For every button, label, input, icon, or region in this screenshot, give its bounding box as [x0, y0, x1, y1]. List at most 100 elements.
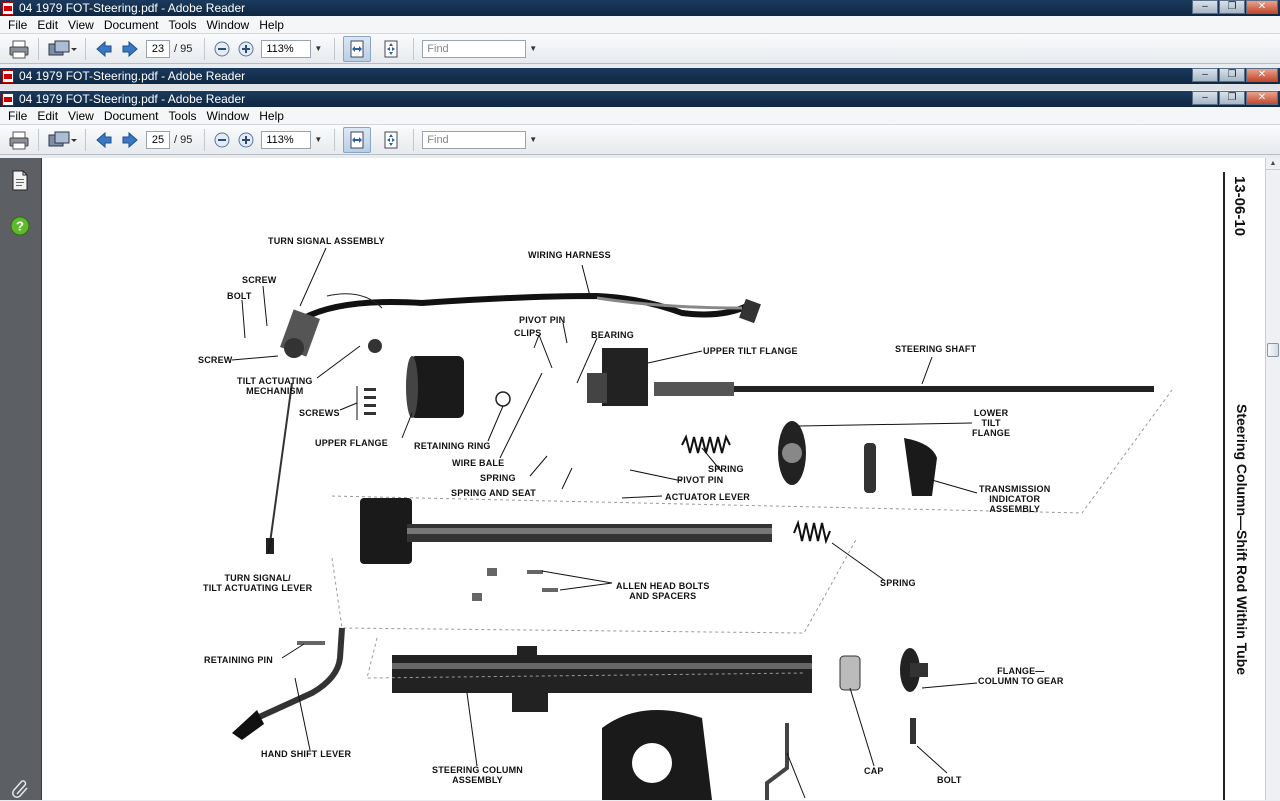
label-bolt-bottom: BOLT	[937, 775, 962, 785]
label-lower-tilt-flange: LOWER TILT FLANGE	[972, 408, 1011, 438]
toolbar: 23 / 95 113% ▼ Find ▼	[0, 34, 1280, 64]
menu-file[interactable]: File	[8, 108, 28, 123]
menu-view[interactable]: View	[68, 17, 94, 32]
zoom-level-field[interactable]: 113%	[261, 130, 312, 149]
fit-page-button[interactable]	[377, 36, 405, 62]
previous-page-icon[interactable]	[94, 129, 114, 151]
label-hand-shift-lever: HAND SHIFT LEVER	[261, 749, 352, 759]
pdf-app-icon	[2, 69, 14, 83]
label-bolt-top: BOLT	[227, 291, 252, 301]
label-clips: CLIPS	[514, 328, 542, 338]
page-number-input[interactable]: 23	[146, 39, 170, 58]
collaborate-icon[interactable]	[47, 38, 77, 60]
fit-width-button[interactable]	[343, 35, 372, 62]
fit-page-button[interactable]	[377, 127, 405, 153]
reader-window-2: 04 1979 FOT-Steering.pdf - Adobe Reader …	[0, 68, 1280, 90]
label-wire-bale: WIRE BALE	[452, 458, 505, 468]
zoom-dropdown-icon[interactable]: ▼	[314, 135, 323, 144]
minimize-button[interactable]: –	[1192, 91, 1218, 105]
exploded-view-diagram	[231, 172, 1225, 800]
find-input[interactable]: Find	[422, 39, 527, 58]
scroll-up-icon[interactable]: ▲	[1266, 158, 1280, 170]
menu-edit[interactable]: Edit	[37, 17, 59, 32]
label-retaining-pin: RETAINING PIN	[204, 655, 273, 665]
zoom-dropdown-icon[interactable]: ▼	[314, 44, 323, 53]
title-bar[interactable]: 04 1979 FOT-Steering.pdf - Adobe Reader …	[0, 0, 1280, 16]
window-title: 04 1979 FOT-Steering.pdf - Adobe Reader	[19, 92, 246, 106]
label-pivot-pin-top: PIVOT PIN	[519, 315, 566, 325]
restore-button[interactable]: ❐	[1219, 0, 1245, 14]
label-retaining-ring: RETAINING RING	[414, 441, 491, 451]
title-bar[interactable]: 04 1979 FOT-Steering.pdf - Adobe Reader …	[0, 91, 1280, 107]
find-input[interactable]: Find	[422, 130, 527, 149]
print-icon[interactable]	[8, 38, 30, 60]
find-dropdown-icon[interactable]: ▼	[529, 135, 538, 144]
page-total: / 95	[174, 133, 193, 146]
fit-width-button[interactable]	[343, 126, 372, 153]
menu-document[interactable]: Document	[103, 17, 159, 32]
label-flange-column-to-gear: FLANGE— COLUMN TO GEAR	[978, 666, 1064, 686]
zoom-in-icon[interactable]	[237, 38, 255, 60]
collaborate-icon[interactable]	[47, 129, 77, 151]
next-page-icon[interactable]	[120, 129, 140, 151]
menu-help[interactable]: Help	[259, 108, 284, 123]
zoom-out-icon[interactable]	[213, 129, 231, 151]
label-upper-flange: UPPER FLANGE	[315, 438, 388, 448]
label-upper-tilt-flange: UPPER TILT FLANGE	[703, 346, 798, 356]
label-spring-mid: SPRING	[480, 473, 516, 483]
label-tilt-actuating-mechanism: TILT ACTUATING MECHANISM	[237, 376, 313, 396]
close-button[interactable]: ✕	[1246, 0, 1278, 14]
page-side-title: Steering Column—Shift Rod Within Tube	[1234, 404, 1250, 676]
title-bar[interactable]: 04 1979 FOT-Steering.pdf - Adobe Reader …	[0, 68, 1280, 84]
page-number-text: 13-06-10	[1231, 176, 1248, 237]
zoom-in-icon[interactable]	[237, 129, 255, 151]
previous-page-icon[interactable]	[94, 38, 114, 60]
menu-tools[interactable]: Tools	[168, 108, 197, 123]
print-icon[interactable]	[8, 129, 30, 151]
menu-file[interactable]: File	[8, 17, 28, 32]
label-screw-left: SCREW	[198, 355, 233, 365]
reader-window-3: 04 1979 FOT-Steering.pdf - Adobe Reader …	[0, 91, 1280, 155]
zoom-out-icon[interactable]	[213, 38, 231, 60]
attachment-icon[interactable]	[12, 780, 30, 801]
label-turn-signal-assembly: TURN SIGNAL ASSEMBLY	[268, 236, 385, 246]
label-bearing: BEARING	[591, 330, 634, 340]
find-dropdown-icon[interactable]: ▼	[529, 44, 538, 53]
close-button[interactable]: ✕	[1246, 68, 1278, 82]
minimize-button[interactable]: –	[1192, 0, 1218, 14]
toolbar: 25 / 95 113% ▼ Find ▼	[0, 125, 1280, 155]
pdf-app-icon	[2, 92, 14, 106]
menu-edit[interactable]: Edit	[37, 108, 59, 123]
label-spring-tube: SPRING	[880, 578, 916, 588]
label-screws: SCREWS	[299, 408, 340, 418]
zoom-level-field[interactable]: 113%	[261, 39, 312, 58]
label-steering-shaft: STEERING SHAFT	[895, 344, 977, 354]
pdf-app-icon	[2, 1, 14, 15]
close-button[interactable]: ✕	[1246, 91, 1278, 105]
pages-panel-icon[interactable]	[11, 170, 29, 195]
menu-view[interactable]: View	[68, 108, 94, 123]
menu-tools[interactable]: Tools	[168, 17, 197, 32]
document-page[interactable]: 13-06-10 Steering Column—Shift Rod Withi…	[42, 158, 1265, 800]
label-allen-head-bolts: ALLEN HEAD BOLTS AND SPACERS	[616, 581, 710, 601]
minimize-button[interactable]: –	[1192, 68, 1218, 82]
page-total: / 95	[174, 42, 193, 55]
restore-button[interactable]: ❐	[1219, 91, 1245, 105]
menu-bar: File Edit View Document Tools Window Hel…	[0, 16, 1280, 34]
menu-window[interactable]: Window	[206, 17, 250, 32]
restore-button[interactable]: ❐	[1219, 68, 1245, 82]
label-pivot-pin-bottom: PIVOT PIN	[677, 475, 724, 485]
page-number-input[interactable]: 25	[146, 130, 170, 149]
menu-help[interactable]: Help	[259, 17, 284, 32]
label-actuator-lever: ACTUATOR LEVER	[665, 492, 750, 502]
menu-document[interactable]: Document	[103, 108, 159, 123]
label-spring-right: SPRING	[708, 464, 744, 474]
menu-window[interactable]: Window	[206, 108, 250, 123]
scrollbar-thumb[interactable]	[1267, 343, 1279, 357]
label-spring-and-seat: SPRING AND SEAT	[451, 488, 537, 498]
help-icon[interactable]: ?	[10, 216, 30, 239]
next-page-icon[interactable]	[120, 38, 140, 60]
label-turn-signal-lever: TURN SIGNAL/ TILT ACTUATING LEVER	[203, 573, 313, 593]
vertical-scrollbar[interactable]: ▲	[1265, 158, 1280, 800]
window-title: 04 1979 FOT-Steering.pdf - Adobe Reader	[19, 69, 246, 83]
